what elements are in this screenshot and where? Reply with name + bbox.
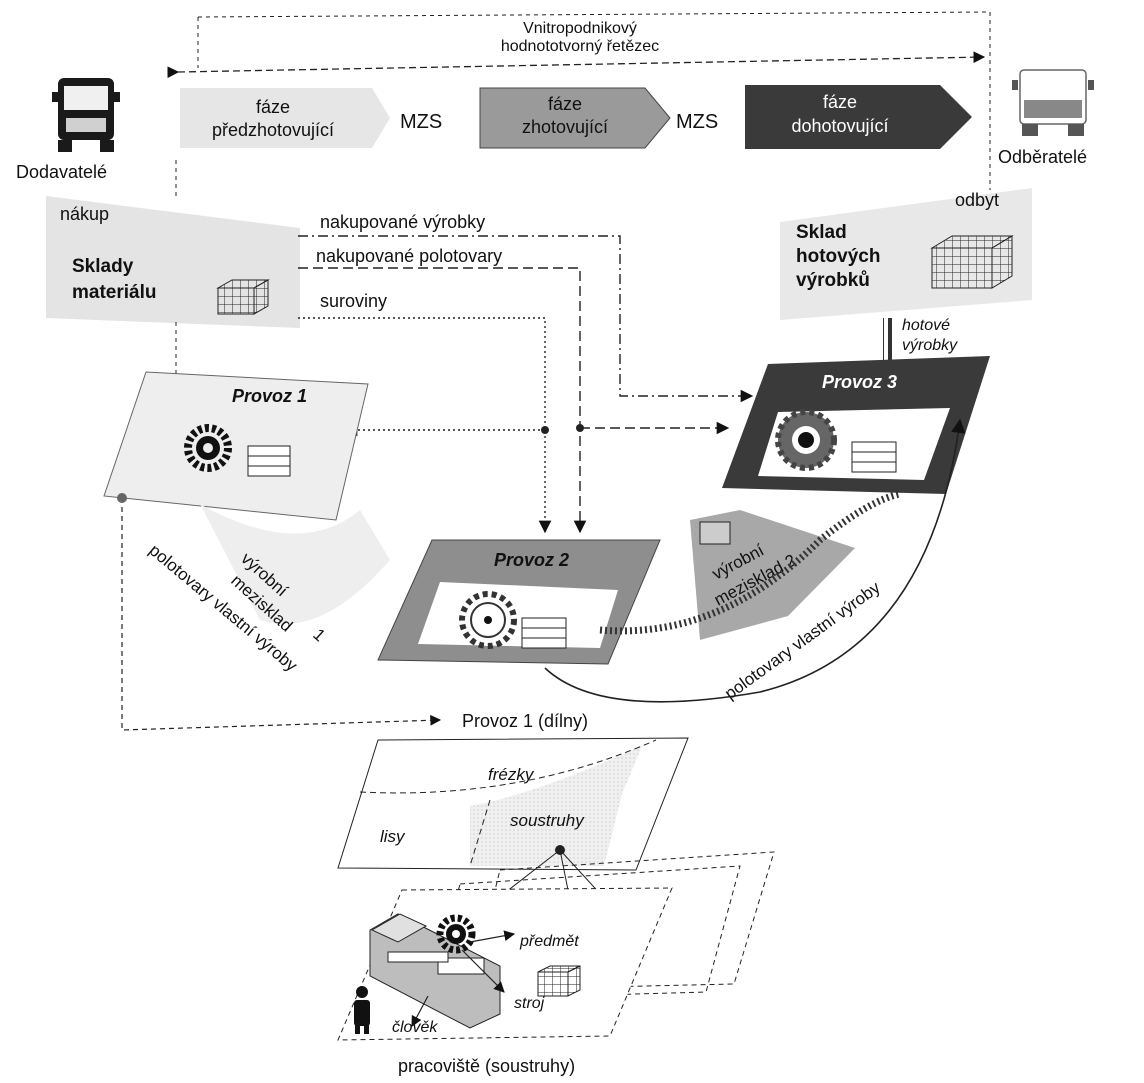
svg-text:nakupované polotovary: nakupované polotovary <box>316 246 502 266</box>
mzs-label-2: MZS <box>676 111 718 133</box>
workplace-machine: stroj <box>514 995 545 1012</box>
plant-2: Provoz 2 <box>377 539 661 665</box>
flow-p2-to-p3 <box>544 418 966 703</box>
chain-label-line1: Vnitropodnikový <box>523 20 637 37</box>
svg-text:hotových: hotových <box>796 246 880 267</box>
truck-icon <box>1012 69 1094 136</box>
svg-text:fáze: fáze <box>548 94 582 114</box>
mzs-label-1: MZS <box>400 111 442 133</box>
plant-1: Provoz 1 <box>103 371 369 521</box>
plant-3: Provoz 3 <box>722 356 990 494</box>
svg-text:fáze: fáze <box>256 97 290 117</box>
stack-icon <box>851 441 897 473</box>
purchasing-label: nákup <box>60 204 109 224</box>
workshop-presses: lisy <box>380 827 406 846</box>
stack-icon <box>521 617 567 649</box>
svg-text:dohotovující: dohotovující <box>791 116 888 136</box>
truck-icon <box>52 78 120 152</box>
gear-icon <box>775 409 837 471</box>
phase-pre: fáze předzhotovující <box>180 88 390 148</box>
junction-node <box>117 493 127 503</box>
sales-label: odbyt <box>955 190 999 210</box>
flow-raw-materials: suroviny <box>298 291 552 534</box>
workplace-title: pracoviště (soustruhy) <box>398 1056 575 1076</box>
svg-text:zhotovující: zhotovující <box>522 117 608 137</box>
production-buffer-2: výrobní mezisklad 2 <box>690 510 855 640</box>
svg-text:Sklad: Sklad <box>796 222 847 243</box>
value-chain-arrow: Vnitropodnikový hodnototvorný řetězec <box>167 11 991 190</box>
workplace-plan: předmět stroj člověk <box>337 851 775 1041</box>
plant-1-label: Provoz 1 <box>232 386 307 406</box>
workshops-plan: frézky lisy soustruhy <box>337 737 689 871</box>
person-icon <box>354 986 370 1034</box>
purchasing-block: nákup Sklady materiálu <box>46 196 300 328</box>
workshop-milling: frézky <box>488 765 535 784</box>
warehouse-grid-icon <box>930 235 1014 289</box>
plant-3-label: Provoz 3 <box>822 372 897 392</box>
workplace-subject: předmět <box>519 933 579 950</box>
customers-label: Odběratelé <box>998 147 1087 167</box>
suppliers-label: Dodavatelé <box>16 162 107 182</box>
gear-icon <box>459 591 517 649</box>
lathe-machine-icon <box>369 913 501 1029</box>
svg-text:suroviny: suroviny <box>320 291 387 311</box>
stack-icon <box>247 445 291 477</box>
conveyor-buffer-2 <box>599 490 901 635</box>
plant-2-label: Provoz 2 <box>494 550 569 570</box>
phase-post: fáze dohotovující <box>745 85 972 149</box>
warehouse-grid-icon <box>216 279 270 315</box>
flow-p1-to-workshops <box>121 498 442 731</box>
svg-text:fáze: fáze <box>823 92 857 112</box>
gear-icon <box>184 424 232 472</box>
phase-mid: fáze zhotovující <box>479 87 671 149</box>
svg-text:hotové: hotové <box>902 317 950 334</box>
warehouse-grid-icon <box>537 965 581 997</box>
sales-block: odbyt Sklad hotových výrobků <box>780 188 1032 320</box>
junction-node <box>541 426 549 434</box>
svg-text:materiálu: materiálu <box>72 282 156 303</box>
finished-goods-conveyor <box>883 318 895 368</box>
workplace-person: člověk <box>392 1019 438 1036</box>
svg-text:výrobky: výrobky <box>902 337 958 354</box>
flow-purchased-products: nakupované výrobky <box>298 212 754 403</box>
chain-label-line2: hodnototvorný řetězec <box>501 38 659 55</box>
workshops-title: Provoz 1 (dílny) <box>462 711 588 731</box>
svg-text:Sklady: Sklady <box>72 256 134 277</box>
svg-text:nakupované výrobky: nakupované výrobky <box>320 212 485 232</box>
junction-node <box>576 424 584 432</box>
flow-purchased-semi: nakupované polotovary <box>298 246 587 534</box>
svg-text:výrobků: výrobků <box>796 270 870 291</box>
svg-text:předzhotovující: předzhotovující <box>212 120 334 140</box>
gear-icon <box>436 914 476 954</box>
workshop-lathes: soustruhy <box>510 811 585 830</box>
svg-text:1: 1 <box>309 625 329 645</box>
